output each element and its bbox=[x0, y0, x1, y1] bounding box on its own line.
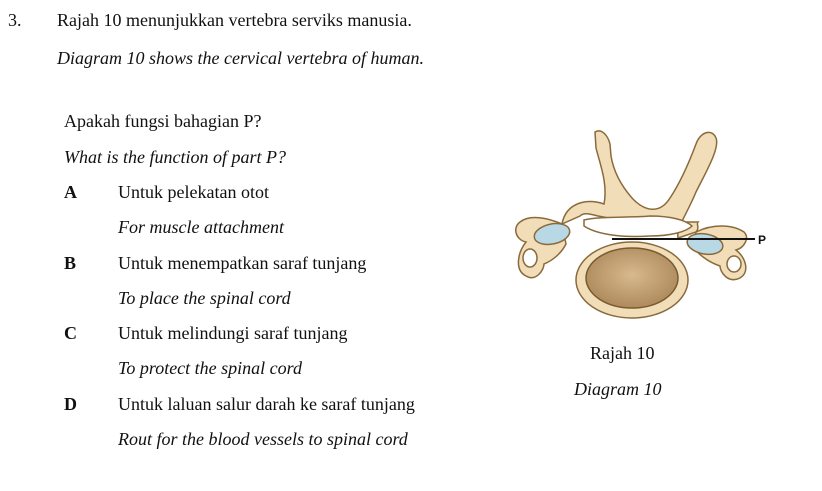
option-d-english: Rout for the blood vessels to spinal cor… bbox=[118, 429, 408, 449]
transverse-foramen-left bbox=[522, 248, 538, 268]
option-c-english: To protect the spinal cord bbox=[118, 358, 302, 378]
option-b-letter[interactable]: B bbox=[64, 253, 77, 273]
label-p: P bbox=[758, 233, 766, 247]
option-a-malay[interactable]: Untuk pelekatan otot bbox=[118, 182, 269, 202]
articular-facet-left bbox=[533, 222, 571, 246]
centrum-surface bbox=[585, 247, 679, 309]
transverse-foramen-right bbox=[726, 255, 742, 273]
question-stem-english: Diagram 10 shows the cervical vertebra o… bbox=[57, 48, 424, 68]
cervical-vertebra-illustration: P bbox=[515, 130, 766, 319]
vertebral-foramen bbox=[583, 215, 694, 238]
option-a-english: For muscle attachment bbox=[118, 217, 284, 237]
option-b-malay[interactable]: Untuk menempatkan saraf tunjang bbox=[118, 253, 367, 273]
figure-caption-malay: Rajah 10 bbox=[590, 343, 655, 363]
option-c-malay[interactable]: Untuk melindungi saraf tunjang bbox=[118, 323, 348, 343]
question-stem-malay: Rajah 10 menunjukkan vertebra serviks ma… bbox=[57, 10, 412, 30]
question-ask-english: What is the function of part P? bbox=[64, 147, 286, 167]
option-c-letter[interactable]: C bbox=[64, 323, 77, 343]
figure-caption-english: Diagram 10 bbox=[574, 379, 662, 399]
vertebra-body bbox=[515, 130, 748, 319]
option-d-malay[interactable]: Untuk laluan salur darah ke saraf tunjan… bbox=[118, 394, 415, 414]
option-a-letter[interactable]: A bbox=[64, 182, 77, 202]
option-b-english: To place the spinal cord bbox=[118, 288, 291, 308]
option-d-letter[interactable]: D bbox=[64, 394, 77, 414]
question-number: 3. bbox=[8, 10, 22, 30]
question-ask-malay: Apakah fungsi bahagian P? bbox=[64, 111, 262, 131]
